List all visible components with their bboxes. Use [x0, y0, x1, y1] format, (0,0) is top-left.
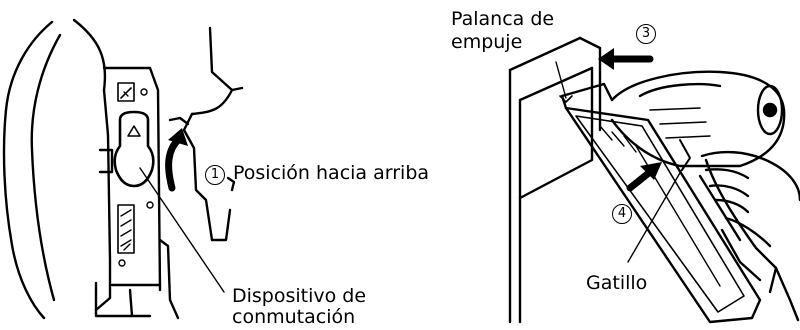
label-switch-device-line2: conmutación [232, 306, 356, 328]
label-trigger: Gatillo [586, 272, 648, 294]
nailer-body [559, 70, 786, 324]
leader-line [555, 61, 567, 99]
switch-device-knob [113, 110, 155, 188]
multi-nail-icon [117, 204, 135, 254]
trigger-arrow-icon [626, 168, 654, 192]
leader-line [139, 167, 225, 293]
indicator-dot [146, 201, 154, 209]
wall-piece [508, 36, 602, 324]
label-position-up: Posición hacia arriba [233, 162, 430, 184]
label-push-lever-line2: empuje [451, 31, 523, 53]
step-3-badge: 3 [636, 24, 656, 44]
hand [700, 150, 800, 322]
leader-line [627, 165, 685, 263]
step-4-badge: 4 [612, 204, 632, 224]
step-1-badge: 1 [205, 165, 225, 185]
indicator-dot [140, 88, 148, 96]
up-arrow-icon [165, 128, 188, 192]
indicator-dot [118, 259, 126, 267]
single-nail-icon [117, 82, 135, 102]
label-switch-device-line1: Dispositivo de [232, 285, 367, 307]
label-push-lever-line1: Palanca de [451, 8, 555, 30]
tool-body-side-view [2, 18, 244, 320]
